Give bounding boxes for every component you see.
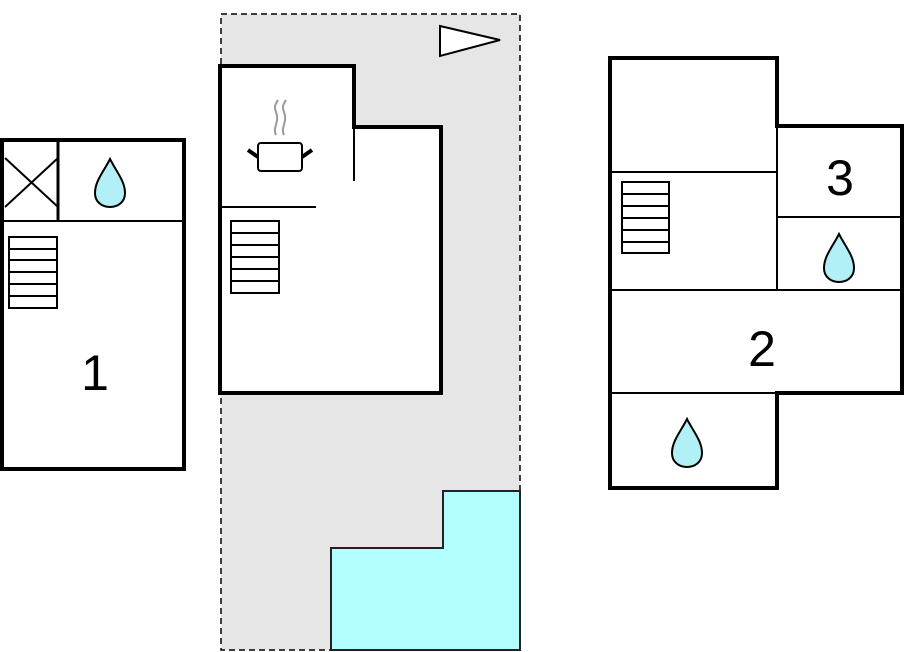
north-arrow-icon xyxy=(439,24,501,58)
room-1-label: 1 xyxy=(81,345,109,401)
building-left: 1 xyxy=(0,138,186,471)
pool xyxy=(330,490,521,651)
room-2-label: 2 xyxy=(748,321,776,377)
room-3-label: 3 xyxy=(826,150,854,206)
stairs-icon xyxy=(621,181,670,254)
cross-icon xyxy=(4,157,59,208)
building-right: 3 2 xyxy=(608,56,904,490)
kitchen-pot-icon xyxy=(246,99,314,172)
stairs-icon xyxy=(8,236,58,309)
stairs-icon xyxy=(230,220,280,294)
building-middle xyxy=(218,13,521,651)
